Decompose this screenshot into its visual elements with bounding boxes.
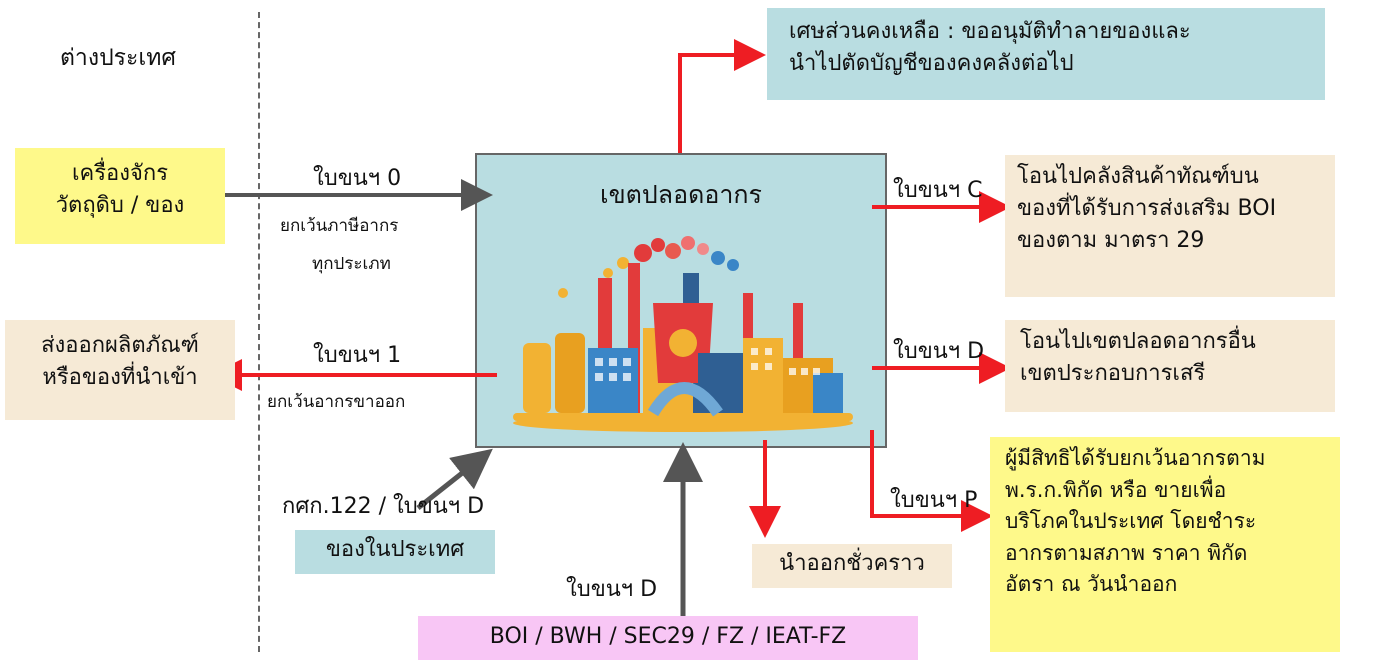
form-1-note: ยกเว้นอากรขาออก [267,392,406,412]
foreign-label: ต่างประเทศ [60,45,177,71]
border-divider-line [258,12,260,652]
domestic-arrow [416,448,493,510]
form-d-bottom-label: ใบขนฯ D [566,577,658,602]
free-zone-box: เขตปลอดอากร [475,153,887,448]
form-c-label: ใบขนฯ C [893,178,983,203]
kasak-label: กศก.122 / ใบขนฯ D [282,494,485,519]
form-0-note-2: ทุกประเภท [312,254,391,274]
waste-box: เศษส่วนคงเหลือ : ขออนุมัติทำลายของและ นำ… [767,8,1325,100]
form-0-note-1: ยกเว้นภาษีอากร [280,216,399,236]
domestic-box: ของในประเทศ [295,530,495,574]
waste-arrow [678,39,766,153]
warehouse-box: โอนไปคลังสินค้าทัณฑ์บน ของที่ได้รับการส่… [1005,155,1335,297]
privileged-box: ผู้มีสิทธิได้รับยกเว้นอากรตาม พ.ร.ก.พิกั… [990,437,1340,652]
machinery-box: เครื่องจักร วัตถุดิบ / ของ [15,148,225,244]
privileged-arrow [870,430,993,532]
form-d-right-label: ใบขนฯ D [893,339,985,364]
zones-box: BOI / BWH / SEC29 / FZ / IEAT-FZ [418,616,918,660]
export-box: ส่งออกผลิตภัณฑ์ หรือของที่นำเข้า [5,320,235,420]
form-0-label: ใบขนฯ 0 [313,166,402,191]
factory-illustration [513,236,853,432]
form-1-label: ใบขนฯ 1 [313,343,402,368]
other-zone-box: โอนไปเขตปลอดอากรอื่น เขตประกอบการเสรี [1005,320,1335,412]
free-zone-title: เขตปลอดอากร [600,180,762,209]
temp-out-box: นำออกชั่วคราว [752,544,952,588]
form-p-label: ใบขนฯ P [890,488,978,513]
